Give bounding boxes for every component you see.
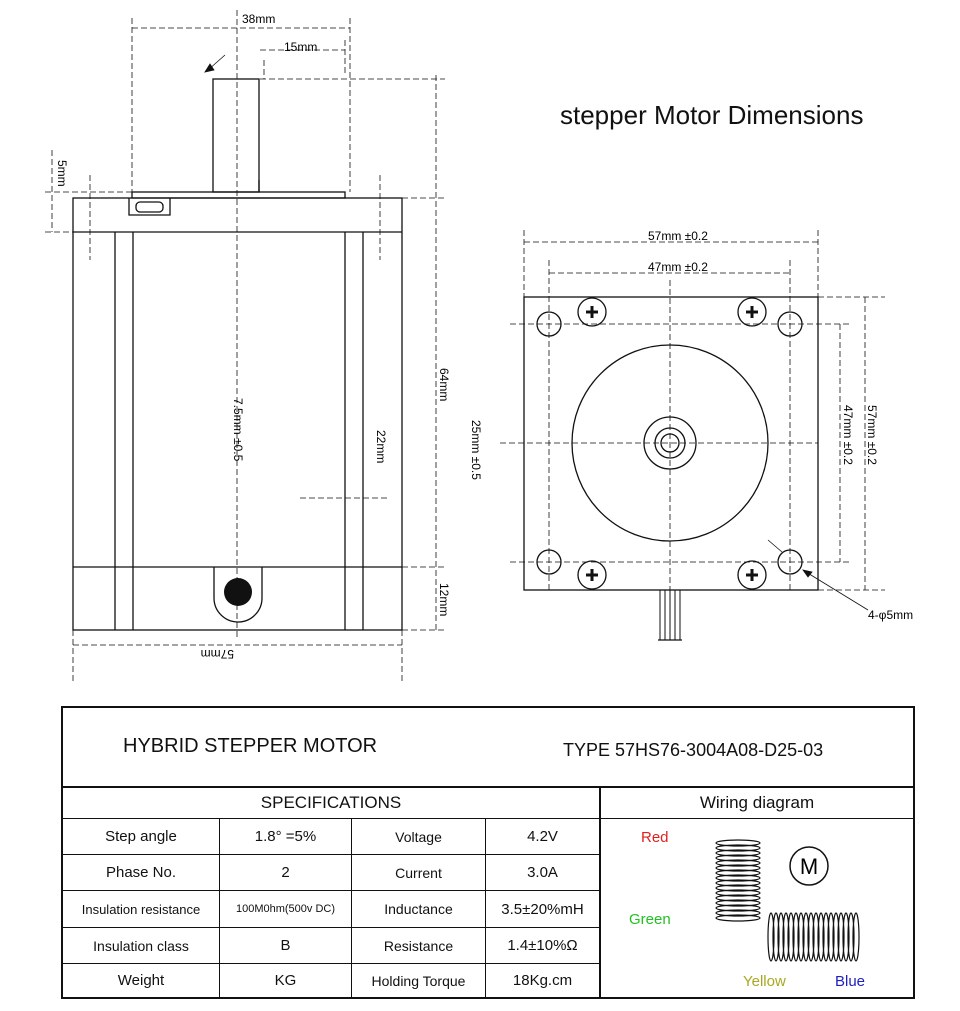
spec-label-current: Current	[395, 864, 442, 881]
hole-callout: 4-φ5mm	[868, 608, 913, 622]
front-flange	[131, 191, 346, 199]
wire-label-yellow: Yellow	[743, 973, 786, 990]
spec-value-step-angle: 1.8° =5%	[254, 828, 317, 845]
wiring-diagram: M Red Green Yellow Blue	[629, 829, 865, 990]
spec-value-inductance: 3.5±20%mH	[501, 900, 584, 918]
coil-yellow-blue	[767, 912, 860, 962]
dim-bottom-width: 57mm	[201, 647, 234, 661]
spec-value-voltage: 4.2V	[527, 828, 558, 845]
wiring-header: Wiring diagram	[699, 793, 815, 812]
cable-hole	[224, 578, 252, 606]
dim-hole-spacing-h: 47mm ±0.2	[648, 260, 708, 274]
spec-value-insulation-resistance: 100M0hm(500v DC)	[235, 903, 336, 915]
spec-label-voltage: Voltage	[395, 828, 442, 845]
dim-hole-spacing-v: 47mm ±0.2	[841, 405, 855, 465]
spec-label-resistance: Resistance	[383, 937, 454, 954]
type-label: TYPE 57HS76-3004A08-D25-03	[563, 739, 824, 760]
dim-left-small: 5mm	[55, 160, 69, 187]
wire-label-red: Red	[641, 829, 669, 846]
spec-label-weight: Weight	[117, 972, 165, 989]
spec-value-holding-torque: 18Kg.cm	[512, 972, 573, 989]
spec-label-step-angle: Step angle	[105, 828, 177, 845]
dim-bottom-height: 12mm	[437, 583, 451, 616]
dim-inner: 22mm	[374, 430, 388, 463]
spec-value-phase: 2	[281, 864, 290, 881]
spec-label-phase: Phase No.	[105, 864, 177, 881]
dim-top-shaft: 15mm	[284, 40, 317, 54]
dim-top-total: 38mm	[242, 12, 275, 26]
front-view-drawing: 57mm ±0.2 47mm ±0.2 47mm ±0.2 57mm ±0.2 …	[500, 229, 913, 641]
wire-label-green: Green	[629, 911, 671, 928]
side-view-drawing: 38mm 15mm 5mm 7.5mm ±0.5 22mm 64mm 25mm …	[45, 10, 483, 682]
specs-header: SPECIFICATIONS	[260, 793, 402, 812]
spec-value-resistance: 1.4±10%Ω	[507, 937, 578, 954]
drawing-title: stepper Motor Dimensions	[560, 100, 864, 130]
motor-body	[72, 197, 403, 631]
wire-label-blue: Blue	[835, 973, 865, 990]
dim-flat: 25mm ±0.5	[469, 420, 483, 480]
product-name: HYBRID STEPPER MOTOR	[123, 734, 378, 757]
motor-symbol	[789, 846, 829, 886]
spec-label-insulation-class: Insulation class	[93, 937, 189, 954]
motor-symbol-label: M	[800, 854, 818, 879]
screw-br	[737, 560, 767, 590]
screw-tl	[577, 297, 607, 327]
dim-body-height: 64mm	[437, 368, 451, 401]
dim-outer-width: 57mm ±0.2	[648, 229, 708, 243]
faceplate	[523, 296, 819, 591]
spec-label-inductance: Inductance	[384, 901, 453, 917]
spec-value-insulation-class: B	[280, 937, 291, 954]
shaft	[212, 78, 260, 193]
spec-label-holding-torque: Holding Torque	[371, 972, 466, 989]
coil-red-green	[715, 839, 761, 922]
spec-value-current: 3.0A	[527, 864, 558, 881]
spec-label-insulation-resistance: Insulation resistance	[81, 901, 201, 917]
dim-center-vertical: 7.5mm ±0.5	[231, 398, 245, 462]
spec-value-weight: KG	[274, 972, 297, 989]
screw-tr	[737, 297, 767, 327]
spec-table: HYBRID STEPPER MOTOR TYPE 57HS76-3004A08…	[61, 706, 915, 999]
screw-bl	[577, 560, 607, 590]
dim-outer-height: 57mm ±0.2	[865, 405, 879, 465]
